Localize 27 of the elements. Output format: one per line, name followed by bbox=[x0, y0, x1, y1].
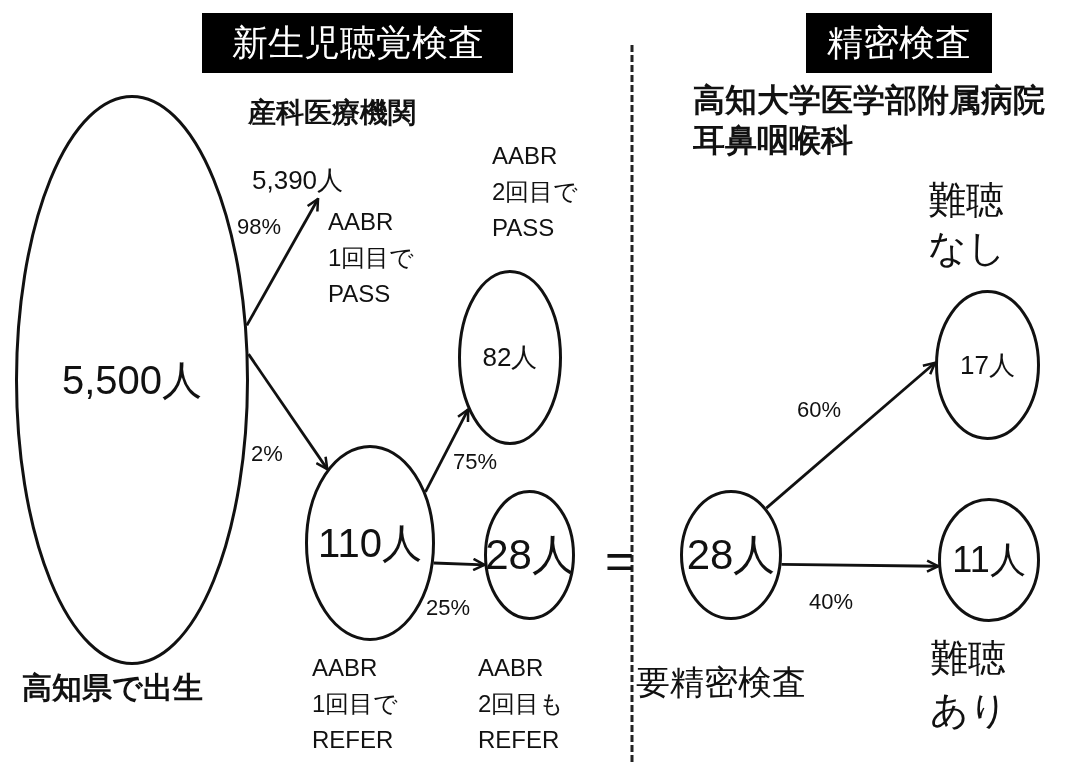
arrow bbox=[424, 408, 470, 493]
arrow bbox=[247, 353, 329, 471]
node-label: AABR 2回目で PASS bbox=[492, 141, 580, 243]
count-label: 82人 bbox=[482, 341, 538, 374]
node-label: AABR 1回目で PASS bbox=[328, 207, 416, 309]
heading-box: 精密検査 bbox=[806, 13, 992, 73]
node-label: AABR 1回目で REFER bbox=[312, 653, 400, 755]
count-label: 110人 bbox=[318, 519, 422, 567]
arrow bbox=[245, 197, 320, 326]
arrow bbox=[781, 559, 940, 573]
note-text: 高知大学医学部附属病院耳鼻咽喉科 bbox=[693, 81, 1046, 160]
count-label: 28人 bbox=[485, 530, 574, 580]
note-text: 産科医療機関 bbox=[248, 98, 417, 129]
node-label: 要精密検査 bbox=[636, 662, 807, 703]
note-text: = bbox=[605, 534, 635, 589]
count-label: 17人 bbox=[960, 348, 1015, 382]
node-label: 難聴なし bbox=[928, 178, 1007, 271]
arrow bbox=[433, 557, 486, 572]
node-label: AABR 2回目も REFER bbox=[478, 653, 566, 755]
node-label: 難聴あり bbox=[930, 636, 1009, 733]
count-label: 5,390人 bbox=[252, 164, 344, 197]
count-label: 11人 bbox=[952, 537, 1026, 582]
count-label: 5,500人 bbox=[61, 356, 203, 404]
node-label: 高知県で出生 bbox=[22, 670, 204, 706]
arrow bbox=[765, 361, 937, 510]
heading-box: 新生児聴覚検査 bbox=[202, 13, 513, 73]
count-label: 28人 bbox=[686, 530, 776, 580]
